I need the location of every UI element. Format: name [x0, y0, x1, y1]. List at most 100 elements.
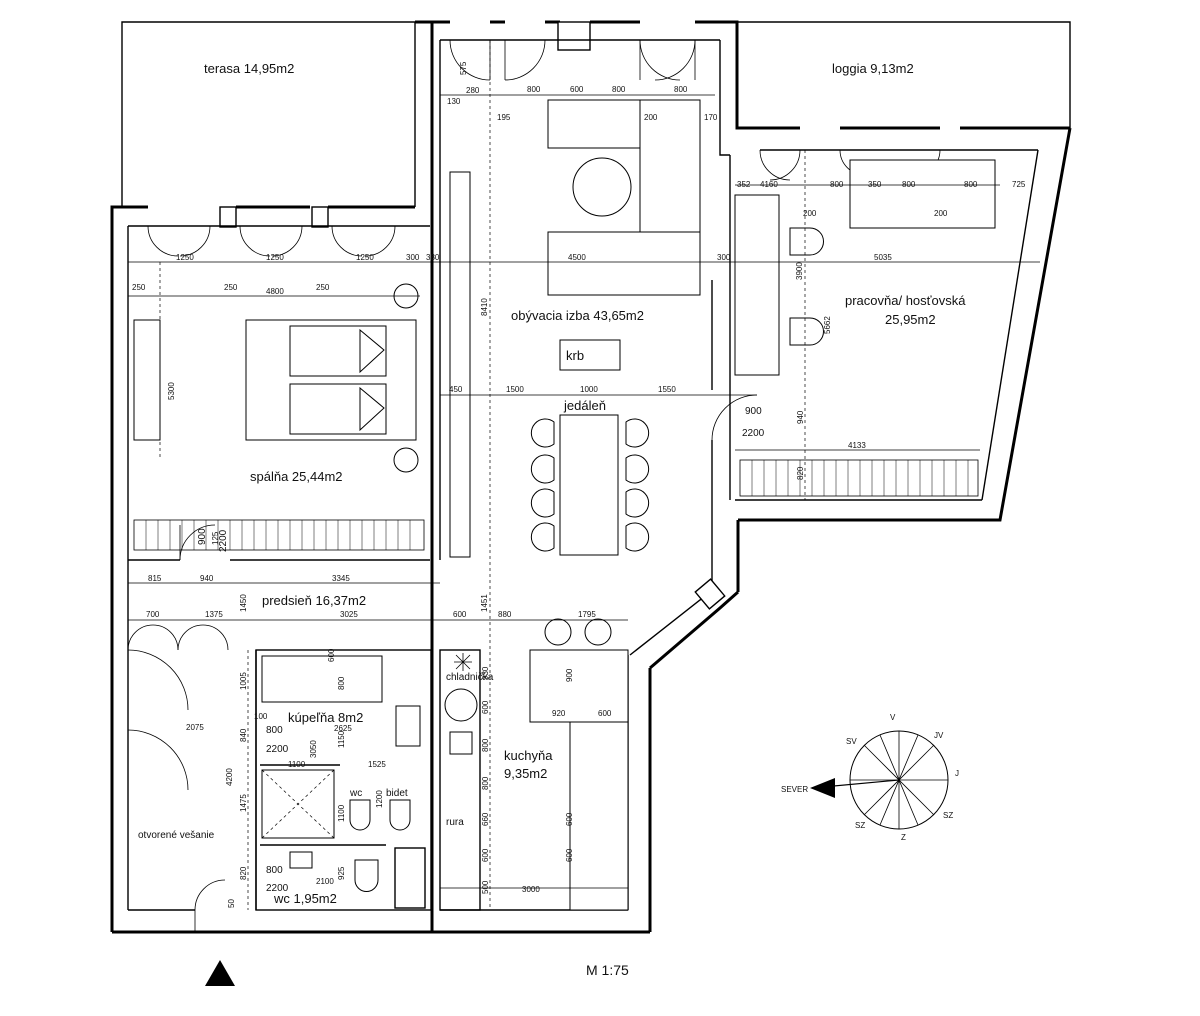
- compass-rose: SEVER SV V JV J SZ Z SZ: [781, 713, 959, 842]
- compass-sever: SEVER: [781, 785, 808, 794]
- entrance-arrow-icon: [205, 960, 235, 986]
- svg-text:3050: 3050: [309, 740, 318, 758]
- svg-text:4200: 4200: [225, 768, 234, 786]
- svg-text:5662: 5662: [823, 316, 832, 334]
- svg-text:600: 600: [481, 848, 490, 862]
- svg-text:300: 300: [406, 253, 420, 262]
- fixture-label-rura: rura: [446, 817, 464, 828]
- svg-text:2200: 2200: [742, 428, 765, 439]
- svg-text:1250: 1250: [356, 253, 374, 262]
- svg-text:2100: 2100: [316, 877, 334, 886]
- room-label-loggia: loggia 9,13m2: [832, 61, 914, 76]
- svg-text:920: 920: [552, 709, 566, 718]
- windows: [127, 39, 941, 932]
- room-label-obyvacia-izba: obývacia izba 43,65m2: [511, 308, 644, 323]
- svg-text:1451: 1451: [480, 594, 489, 612]
- svg-text:600: 600: [565, 812, 574, 826]
- svg-text:SV: SV: [846, 737, 857, 746]
- svg-text:700: 700: [146, 610, 160, 619]
- svg-text:1375: 1375: [205, 610, 223, 619]
- svg-text:J: J: [955, 769, 959, 778]
- svg-text:4133: 4133: [848, 441, 866, 450]
- svg-text:3345: 3345: [332, 574, 350, 583]
- room-label-kuchyna: kuchyňa: [504, 748, 553, 763]
- svg-text:4500: 4500: [568, 253, 586, 262]
- svg-text:200: 200: [934, 209, 948, 218]
- svg-text:352: 352: [737, 180, 751, 189]
- svg-text:600: 600: [565, 848, 574, 862]
- svg-text:50: 50: [227, 899, 236, 908]
- svg-text:1500: 1500: [506, 385, 524, 394]
- svg-text:940: 940: [200, 574, 214, 583]
- room-label-spalna: spálňa 25,44m2: [250, 469, 343, 484]
- svg-text:800: 800: [527, 85, 541, 94]
- terrace-outline: [121, 21, 416, 207]
- svg-text:Z: Z: [901, 833, 906, 842]
- svg-text:SZ: SZ: [943, 811, 953, 820]
- fireplace: [559, 339, 621, 371]
- svg-text:900: 900: [565, 668, 574, 682]
- fixture-label-wc: wc: [349, 788, 362, 799]
- svg-text:900: 900: [745, 406, 762, 417]
- svg-text:1100: 1100: [337, 804, 346, 822]
- svg-text:SZ: SZ: [855, 821, 865, 830]
- room-label-predsien: predsieň 16,37m2: [262, 593, 366, 608]
- svg-text:600: 600: [327, 648, 336, 662]
- svg-text:800: 800: [481, 738, 490, 752]
- svg-text:800: 800: [674, 85, 688, 94]
- room-label-wc: wc 1,95m2: [273, 891, 337, 906]
- room-label-terasa: terasa 14,95m2: [204, 61, 294, 76]
- svg-text:815: 815: [148, 574, 162, 583]
- living-room-furniture: [449, 99, 701, 558]
- dimension-labels: 575 280 130 800 600 800 800 195 200 170 …: [132, 61, 1026, 908]
- svg-text:1005: 1005: [239, 672, 248, 690]
- kitchen-furniture: [444, 618, 629, 911]
- fixture-label-chladnicka: chladnička: [446, 672, 494, 683]
- svg-text:1250: 1250: [266, 253, 284, 262]
- svg-text:3000: 3000: [522, 885, 540, 894]
- svg-text:1550: 1550: [658, 385, 676, 394]
- svg-text:1475: 1475: [239, 794, 248, 812]
- svg-text:125: 125: [211, 531, 220, 545]
- svg-text:5035: 5035: [874, 253, 892, 262]
- scale-label: M 1:75: [586, 962, 629, 978]
- svg-text:800: 800: [830, 180, 844, 189]
- svg-text:250: 250: [132, 283, 146, 292]
- svg-text:900: 900: [197, 528, 208, 545]
- svg-text:800: 800: [337, 676, 346, 690]
- svg-text:1100: 1100: [288, 760, 306, 769]
- room-label-pracovna: pracovňa/ hosťovská: [845, 293, 966, 308]
- room-label-pracovna-area: 25,95m2: [885, 312, 936, 327]
- svg-text:250: 250: [316, 283, 330, 292]
- svg-text:800: 800: [266, 865, 283, 876]
- svg-text:1000: 1000: [580, 385, 598, 394]
- svg-text:JV: JV: [934, 731, 944, 740]
- dimension-lines: [128, 40, 1040, 910]
- svg-text:600: 600: [453, 610, 467, 619]
- svg-text:1200: 1200: [375, 790, 384, 808]
- svg-text:2075: 2075: [186, 723, 204, 732]
- svg-text:940: 940: [796, 410, 805, 424]
- svg-text:V: V: [890, 713, 896, 722]
- svg-text:575: 575: [459, 61, 468, 75]
- svg-text:250: 250: [224, 283, 238, 292]
- room-label-jedalen: jedáleň: [563, 398, 606, 413]
- fridge-icon: [454, 653, 472, 671]
- svg-text:600: 600: [570, 85, 584, 94]
- svg-text:3900: 3900: [795, 262, 804, 280]
- svg-text:800: 800: [902, 180, 916, 189]
- svg-text:200: 200: [803, 209, 817, 218]
- svg-text:130: 130: [447, 97, 461, 106]
- svg-text:800: 800: [266, 725, 283, 736]
- bathroom-fixtures: [261, 655, 421, 892]
- svg-text:820: 820: [796, 466, 805, 480]
- bedroom-furniture: [133, 283, 419, 473]
- fixture-label-bidet: bidet: [386, 788, 408, 799]
- svg-text:820: 820: [239, 866, 248, 880]
- svg-text:2200: 2200: [266, 744, 289, 755]
- study-furniture: [734, 159, 996, 376]
- svg-text:4160: 4160: [760, 180, 778, 189]
- room-label-vesanie: otvorené vešanie: [138, 830, 215, 841]
- room-label-kupelna: kúpeľňa 8m2: [288, 710, 363, 725]
